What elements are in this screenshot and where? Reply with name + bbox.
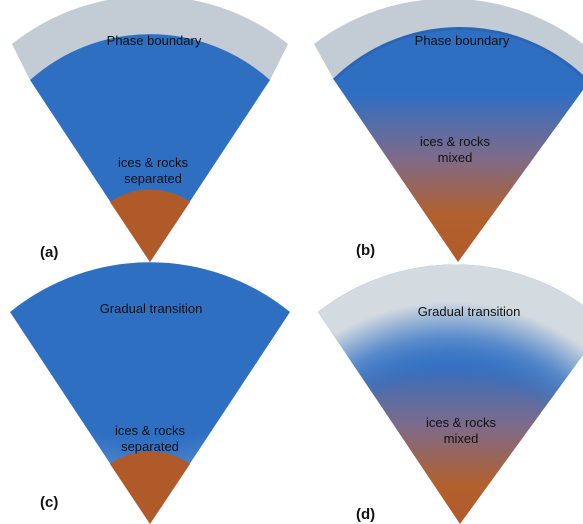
panel-a-ice-layer: [30, 34, 270, 263]
panel-c-label: (c): [40, 494, 58, 511]
panel-a-label: (a): [40, 244, 58, 261]
panel-d-boundary-label: Gradual transition: [418, 304, 521, 319]
panel-c: Gradual transition ices & rocks separate…: [10, 262, 290, 524]
panel-d-gradual-shell: [318, 264, 583, 524]
panel-b-mixed-interior: [334, 28, 583, 262]
panel-c-gradual-shell: [10, 262, 290, 524]
panel-b: Phase boundary ices & rocks mixed (b): [314, 0, 583, 262]
panel-d-core-label-line2: mixed: [444, 431, 479, 446]
panel-a-core-label-line2: separated: [124, 171, 182, 186]
panel-a-rock-core: [110, 189, 190, 262]
panel-c-boundary-label: Gradual transition: [100, 301, 203, 316]
panel-b-boundary-edge: [332, 27, 583, 82]
panel-d: Gradual transition ices & rocks mixed (d…: [318, 264, 583, 524]
panel-a-boundary-label: Phase boundary: [107, 33, 202, 48]
panel-c-core-label-line1: ices & rocks: [115, 423, 186, 438]
panel-b-outer-shell: [314, 0, 583, 80]
panel-c-core-label-line2: separated: [121, 439, 179, 454]
panel-b-core-label-line1: ices & rocks: [420, 134, 491, 149]
panel-b-boundary-label: Phase boundary: [415, 33, 510, 48]
panel-a-core-label-line1: ices & rocks: [118, 155, 189, 170]
panel-b-core-label-line2: mixed: [438, 150, 473, 165]
panel-c-rock-core: [110, 451, 190, 524]
panel-d-label: (d): [356, 506, 375, 523]
panel-d-core-label-line1: ices & rocks: [426, 415, 497, 430]
panel-a: Phase boundary ices & rocks separated (a…: [12, 0, 288, 263]
panel-a-outer-shell: [12, 0, 288, 80]
panel-b-label: (b): [356, 242, 375, 259]
